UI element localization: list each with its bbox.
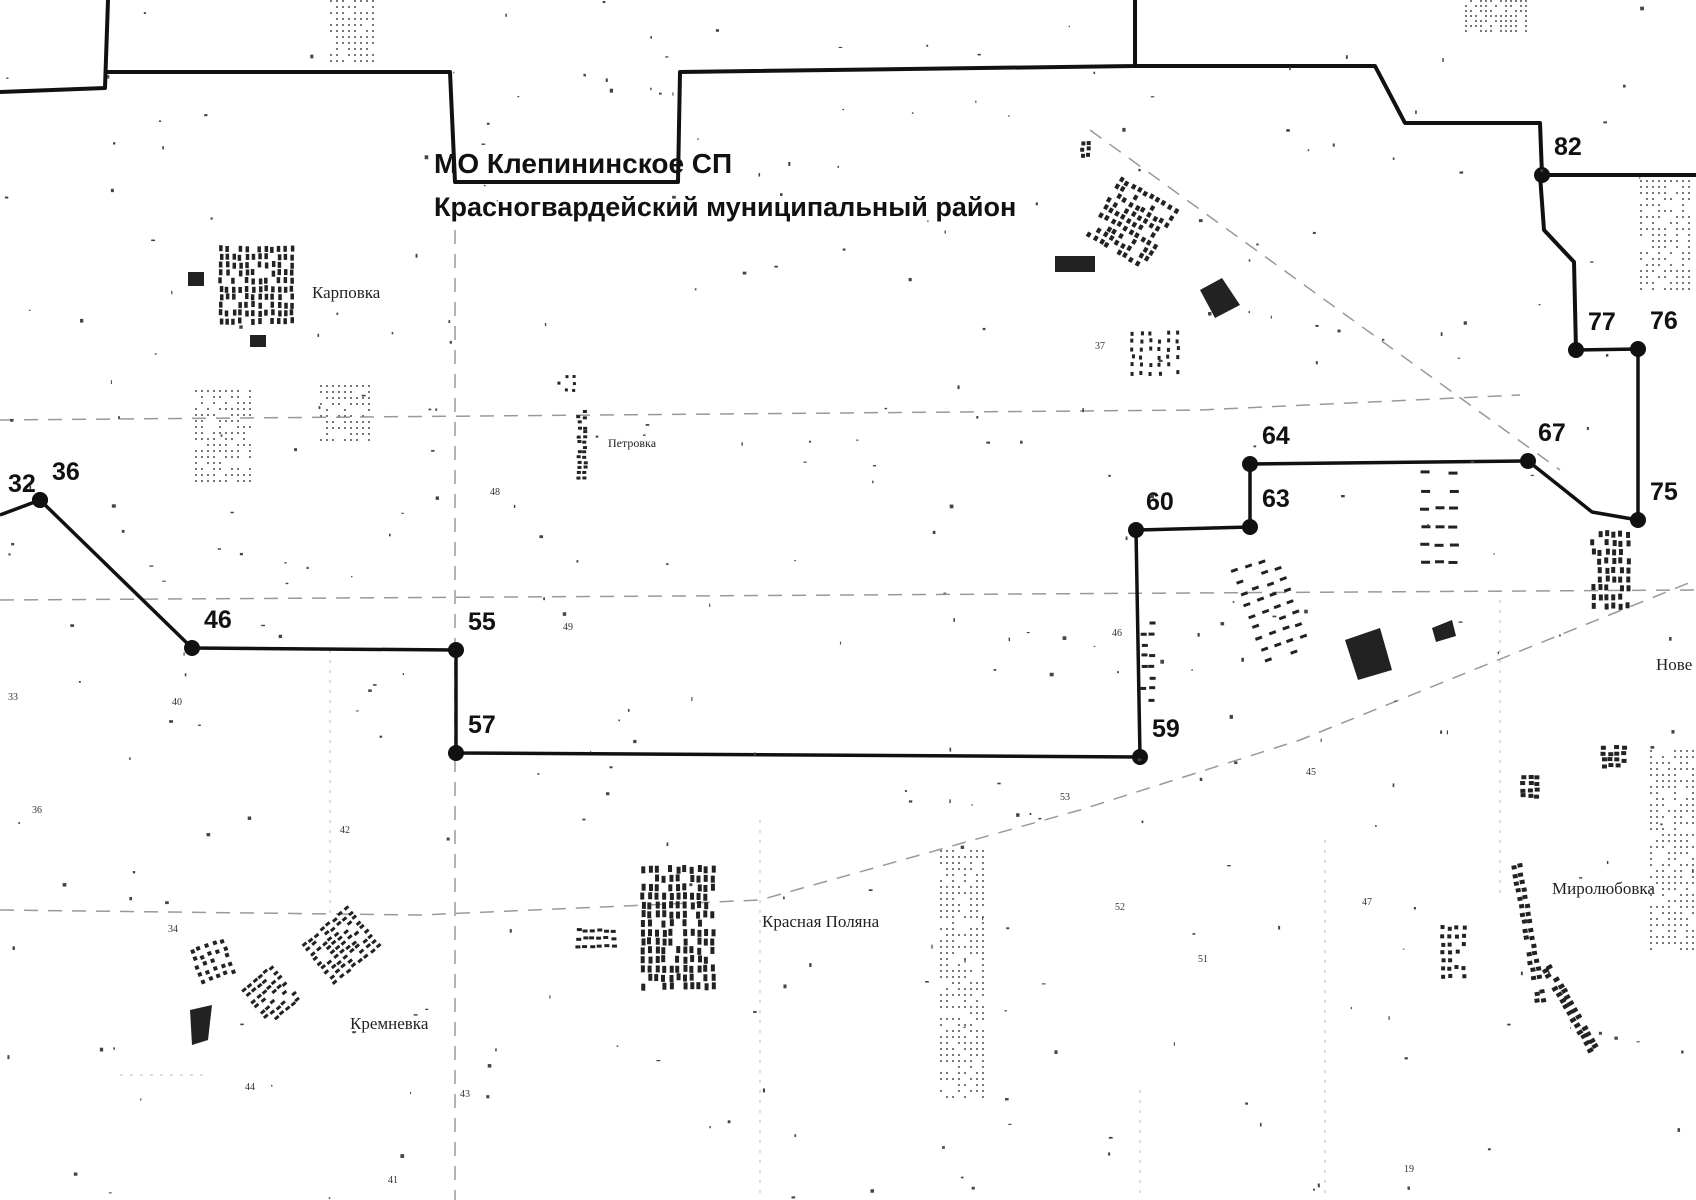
field-grid-lines — [120, 600, 1501, 1200]
boundary-point-label-32: 32 — [8, 470, 36, 498]
house-blocks — [1511, 862, 1547, 1003]
field-number: 51 — [1198, 954, 1208, 965]
boundary-point-46 — [184, 640, 200, 656]
settlement-boundary — [0, 347, 1640, 759]
boundary-point-label-57: 57 — [468, 711, 496, 739]
settlement-kalinino — [1055, 141, 1240, 376]
field-number: 34 — [168, 924, 178, 935]
stipple-area — [1465, 0, 1527, 32]
district-boundary — [0, 0, 1696, 351]
boundary-point-63 — [1242, 519, 1258, 535]
field-number: 45 — [1306, 767, 1316, 778]
house-blocks — [1230, 559, 1308, 663]
dotted-areas — [195, 0, 1694, 1098]
boundary-point-label-60: 60 — [1146, 488, 1174, 516]
house-blocks — [241, 965, 300, 1021]
field-number: 37 — [1095, 341, 1105, 352]
boundary-point-55 — [448, 642, 464, 658]
field-number: 40 — [172, 697, 182, 708]
field-number: 49 — [563, 622, 573, 633]
boundary-point-67 — [1520, 453, 1536, 469]
field-number: 43 — [460, 1089, 470, 1100]
boundary-point-36 — [32, 492, 48, 508]
stipple-area — [330, 0, 374, 62]
house-blocks — [1541, 963, 1599, 1054]
house-blocks — [1080, 141, 1091, 158]
place-karpovka: Карповка — [312, 283, 381, 302]
stipple-area — [940, 850, 984, 1098]
house-blocks — [301, 905, 382, 985]
field-number: 41 — [388, 1175, 398, 1186]
house-blocks — [218, 245, 295, 325]
house-blocks — [1440, 925, 1467, 979]
boundary-point-label-59: 59 — [1152, 715, 1180, 743]
boundary-point-label-64: 64 — [1262, 422, 1290, 450]
boundary-point-label-76: 76 — [1650, 307, 1678, 335]
field-numbers: 48 49 40 33 36 42 44 43 45 52 47 51 34 3… — [8, 341, 1414, 1186]
field-number: 46 — [1112, 628, 1122, 639]
field-number: 42 — [340, 825, 350, 836]
boundary-point-59 — [1132, 749, 1148, 765]
house-blocks — [1590, 530, 1631, 610]
stipple-area — [195, 390, 251, 482]
boundary-point-label-82: 82 — [1554, 133, 1582, 161]
settlement-petrovka — [557, 375, 588, 480]
field-number: 44 — [245, 1082, 255, 1093]
boundary-point-77 — [1568, 342, 1584, 358]
house-blocks — [575, 928, 617, 949]
boundary-point-label-77: 77 — [1588, 308, 1616, 336]
boundary-point-label-63: 63 — [1262, 485, 1290, 513]
field-number: 47 — [1362, 897, 1372, 908]
boundary-point-76 — [1630, 341, 1646, 357]
field-number: 53 — [1060, 792, 1070, 803]
field-number: 19 — [1404, 1164, 1414, 1175]
place-novo: Нове — [1656, 655, 1692, 674]
house-blocks — [1420, 470, 1459, 564]
place-petrovka: Петровка — [608, 436, 657, 450]
boundary-point-75 — [1630, 512, 1646, 528]
house-blocks — [1520, 775, 1540, 799]
settlement-kremnevka — [190, 905, 382, 1045]
stipple-area — [1650, 750, 1694, 950]
boundary-point-label-46: 46 — [204, 606, 232, 634]
boundary-point-label-67: 67 — [1538, 419, 1566, 447]
house-blocks — [1140, 621, 1156, 702]
place-kremnevka: Кремневка — [350, 1014, 429, 1033]
boundary-point-60 — [1128, 522, 1144, 538]
settlement-mirolyubovka — [1440, 862, 1599, 1054]
house-blocks — [1130, 330, 1180, 376]
settlement-krasnaya-polyana — [575, 865, 716, 991]
place-mirolyubovka: Миролюбовка — [1552, 879, 1655, 898]
boundary-point-label-36: 36 — [52, 458, 80, 486]
settlement-east — [1140, 470, 1631, 799]
house-blocks — [1600, 745, 1628, 769]
place-krasnaya-polyana: Красная Поляна — [762, 912, 880, 931]
house-blocks — [576, 410, 588, 480]
stipple-area — [320, 385, 370, 441]
map-title-district: Красногвардейский муниципальный район — [434, 192, 1017, 222]
house-blocks — [1085, 176, 1180, 267]
map-noise-dots — [4, 0, 1694, 1199]
field-number: 36 — [32, 805, 42, 816]
boundary-point-label-75: 75 — [1650, 478, 1678, 506]
boundary-point-82 — [1534, 167, 1550, 183]
map-title-municipality: МО Клепининское СП — [434, 148, 733, 179]
field-number: 52 — [1115, 902, 1125, 913]
field-number: 48 — [490, 487, 500, 498]
boundary-point-label-55: 55 — [468, 608, 496, 636]
house-blocks — [640, 865, 716, 991]
settlement-karpovka — [188, 245, 295, 347]
boundary-point-57 — [448, 745, 464, 761]
boundary-points: 32 36 46 55 57 59 60 63 64 67 75 76 77 82 — [8, 133, 1678, 765]
field-number: 33 — [8, 692, 18, 703]
stipple-area — [1640, 180, 1690, 290]
house-blocks — [557, 375, 576, 392]
house-blocks — [190, 938, 237, 985]
boundary-point-64 — [1242, 456, 1258, 472]
